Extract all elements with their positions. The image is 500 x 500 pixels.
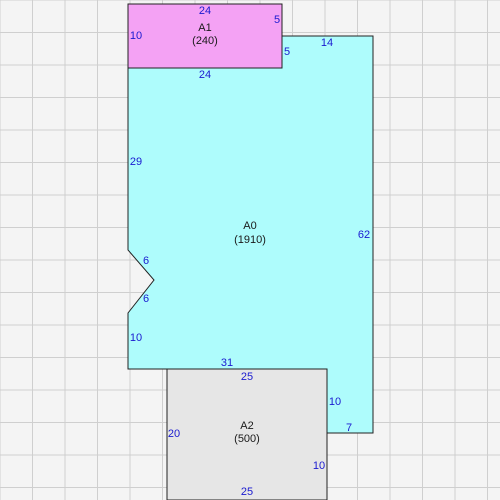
dim-a0-bottom: 31 <box>221 357 233 369</box>
dim-a2-bottom: 25 <box>241 486 253 498</box>
dim-a2-left: 20 <box>168 428 180 440</box>
area-a0-value: (1910) <box>234 234 266 246</box>
area-a1-value: (240) <box>192 35 218 47</box>
area-a2-name: A2 <box>240 420 253 432</box>
dim-a0-bottom-right: 7 <box>346 422 352 434</box>
dim-a0-right: 62 <box>358 229 370 241</box>
dim-notch-lower: 6 <box>143 293 149 305</box>
dim-notch-upper: 6 <box>143 255 149 267</box>
dim-a1-right: 5 <box>274 14 280 26</box>
dim-a0-left-upper: 29 <box>130 156 142 168</box>
area-a1-name: A1 <box>198 22 211 34</box>
dim-a0-top-right: 14 <box>321 37 333 49</box>
dim-a0-left-lower: 10 <box>130 332 142 344</box>
dim-a1-top: 24 <box>199 5 211 17</box>
dim-a1-bottom: 24 <box>199 69 211 81</box>
dim-a2-top: 25 <box>241 371 253 383</box>
area-a1-shape[interactable] <box>127 3 283 69</box>
dim-a1-left: 10 <box>130 30 142 42</box>
dim-a1-step-right: 5 <box>284 46 290 58</box>
dim-a2-right-upper: 10 <box>329 396 341 408</box>
area-a0-name: A0 <box>243 220 256 232</box>
area-a2-value: (500) <box>234 433 260 445</box>
dim-a2-right-lower: 10 <box>313 460 325 472</box>
area-a2-shape[interactable] <box>166 368 328 500</box>
